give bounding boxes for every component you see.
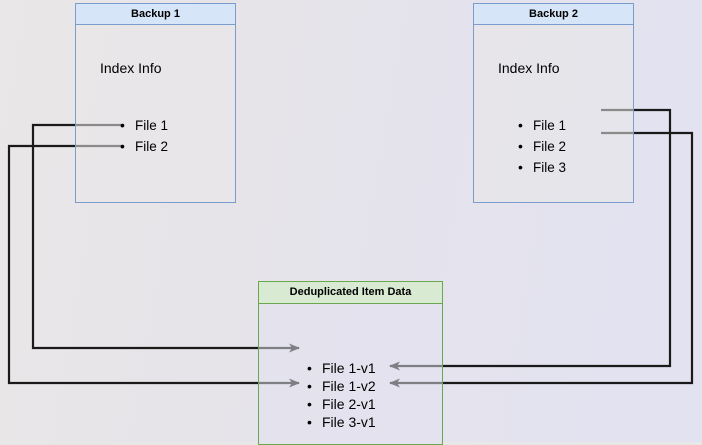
- node-backup-1-index-label: Index Info: [100, 60, 162, 76]
- backup-2-file-label: File 3: [533, 160, 567, 175]
- dedup-item-label: File 1-v2: [322, 378, 376, 394]
- list-item[interactable]: File 3: [518, 157, 566, 178]
- backup-1-file-label: File 2: [135, 139, 169, 154]
- dedup-item-label: File 2-v1: [322, 396, 376, 412]
- backup-1-file-list: File 1 File 2: [120, 115, 168, 157]
- node-backup-1[interactable]: Backup 1 Index Info File 1 File 2: [75, 3, 236, 203]
- list-item[interactable]: File 2: [518, 136, 566, 157]
- dedup-item-list: File 1-v1 File 1-v2 File 2-v1 File 3-v1: [307, 359, 376, 431]
- backup-1-file-label: File 1: [135, 118, 169, 133]
- list-item[interactable]: File 1-v2: [307, 377, 376, 395]
- node-deduplicated-item-data[interactable]: Deduplicated Item Data File 1-v1 File 1-…: [258, 281, 443, 445]
- node-backup-1-title: Backup 1: [76, 4, 235, 25]
- node-deduplicated-item-data-title: Deduplicated Item Data: [259, 282, 442, 304]
- list-item[interactable]: File 1: [120, 115, 168, 136]
- dedup-item-label: File 3-v1: [322, 414, 376, 430]
- list-item[interactable]: File 1-v1: [307, 359, 376, 377]
- node-backup-2-title: Backup 2: [474, 4, 633, 25]
- list-item[interactable]: File 2-v1: [307, 395, 376, 413]
- list-item[interactable]: File 3-v1: [307, 413, 376, 431]
- node-backup-1-body: Index Info File 1 File 2: [76, 25, 235, 202]
- backup-2-file-label: File 2: [533, 139, 567, 154]
- backup-2-file-label: File 1: [533, 118, 567, 133]
- node-backup-2-index-label: Index Info: [498, 60, 560, 76]
- node-backup-2-body: Index Info File 1 File 2 File 3: [474, 25, 633, 202]
- list-item[interactable]: File 1: [518, 115, 566, 136]
- list-item[interactable]: File 2: [120, 136, 168, 157]
- node-backup-2[interactable]: Backup 2 Index Info File 1 File 2 File 3: [473, 3, 634, 203]
- dedup-item-label: File 1-v1: [322, 360, 376, 376]
- node-deduplicated-item-data-body: File 1-v1 File 1-v2 File 2-v1 File 3-v1: [259, 304, 442, 444]
- backup-2-file-list: File 1 File 2 File 3: [518, 115, 566, 178]
